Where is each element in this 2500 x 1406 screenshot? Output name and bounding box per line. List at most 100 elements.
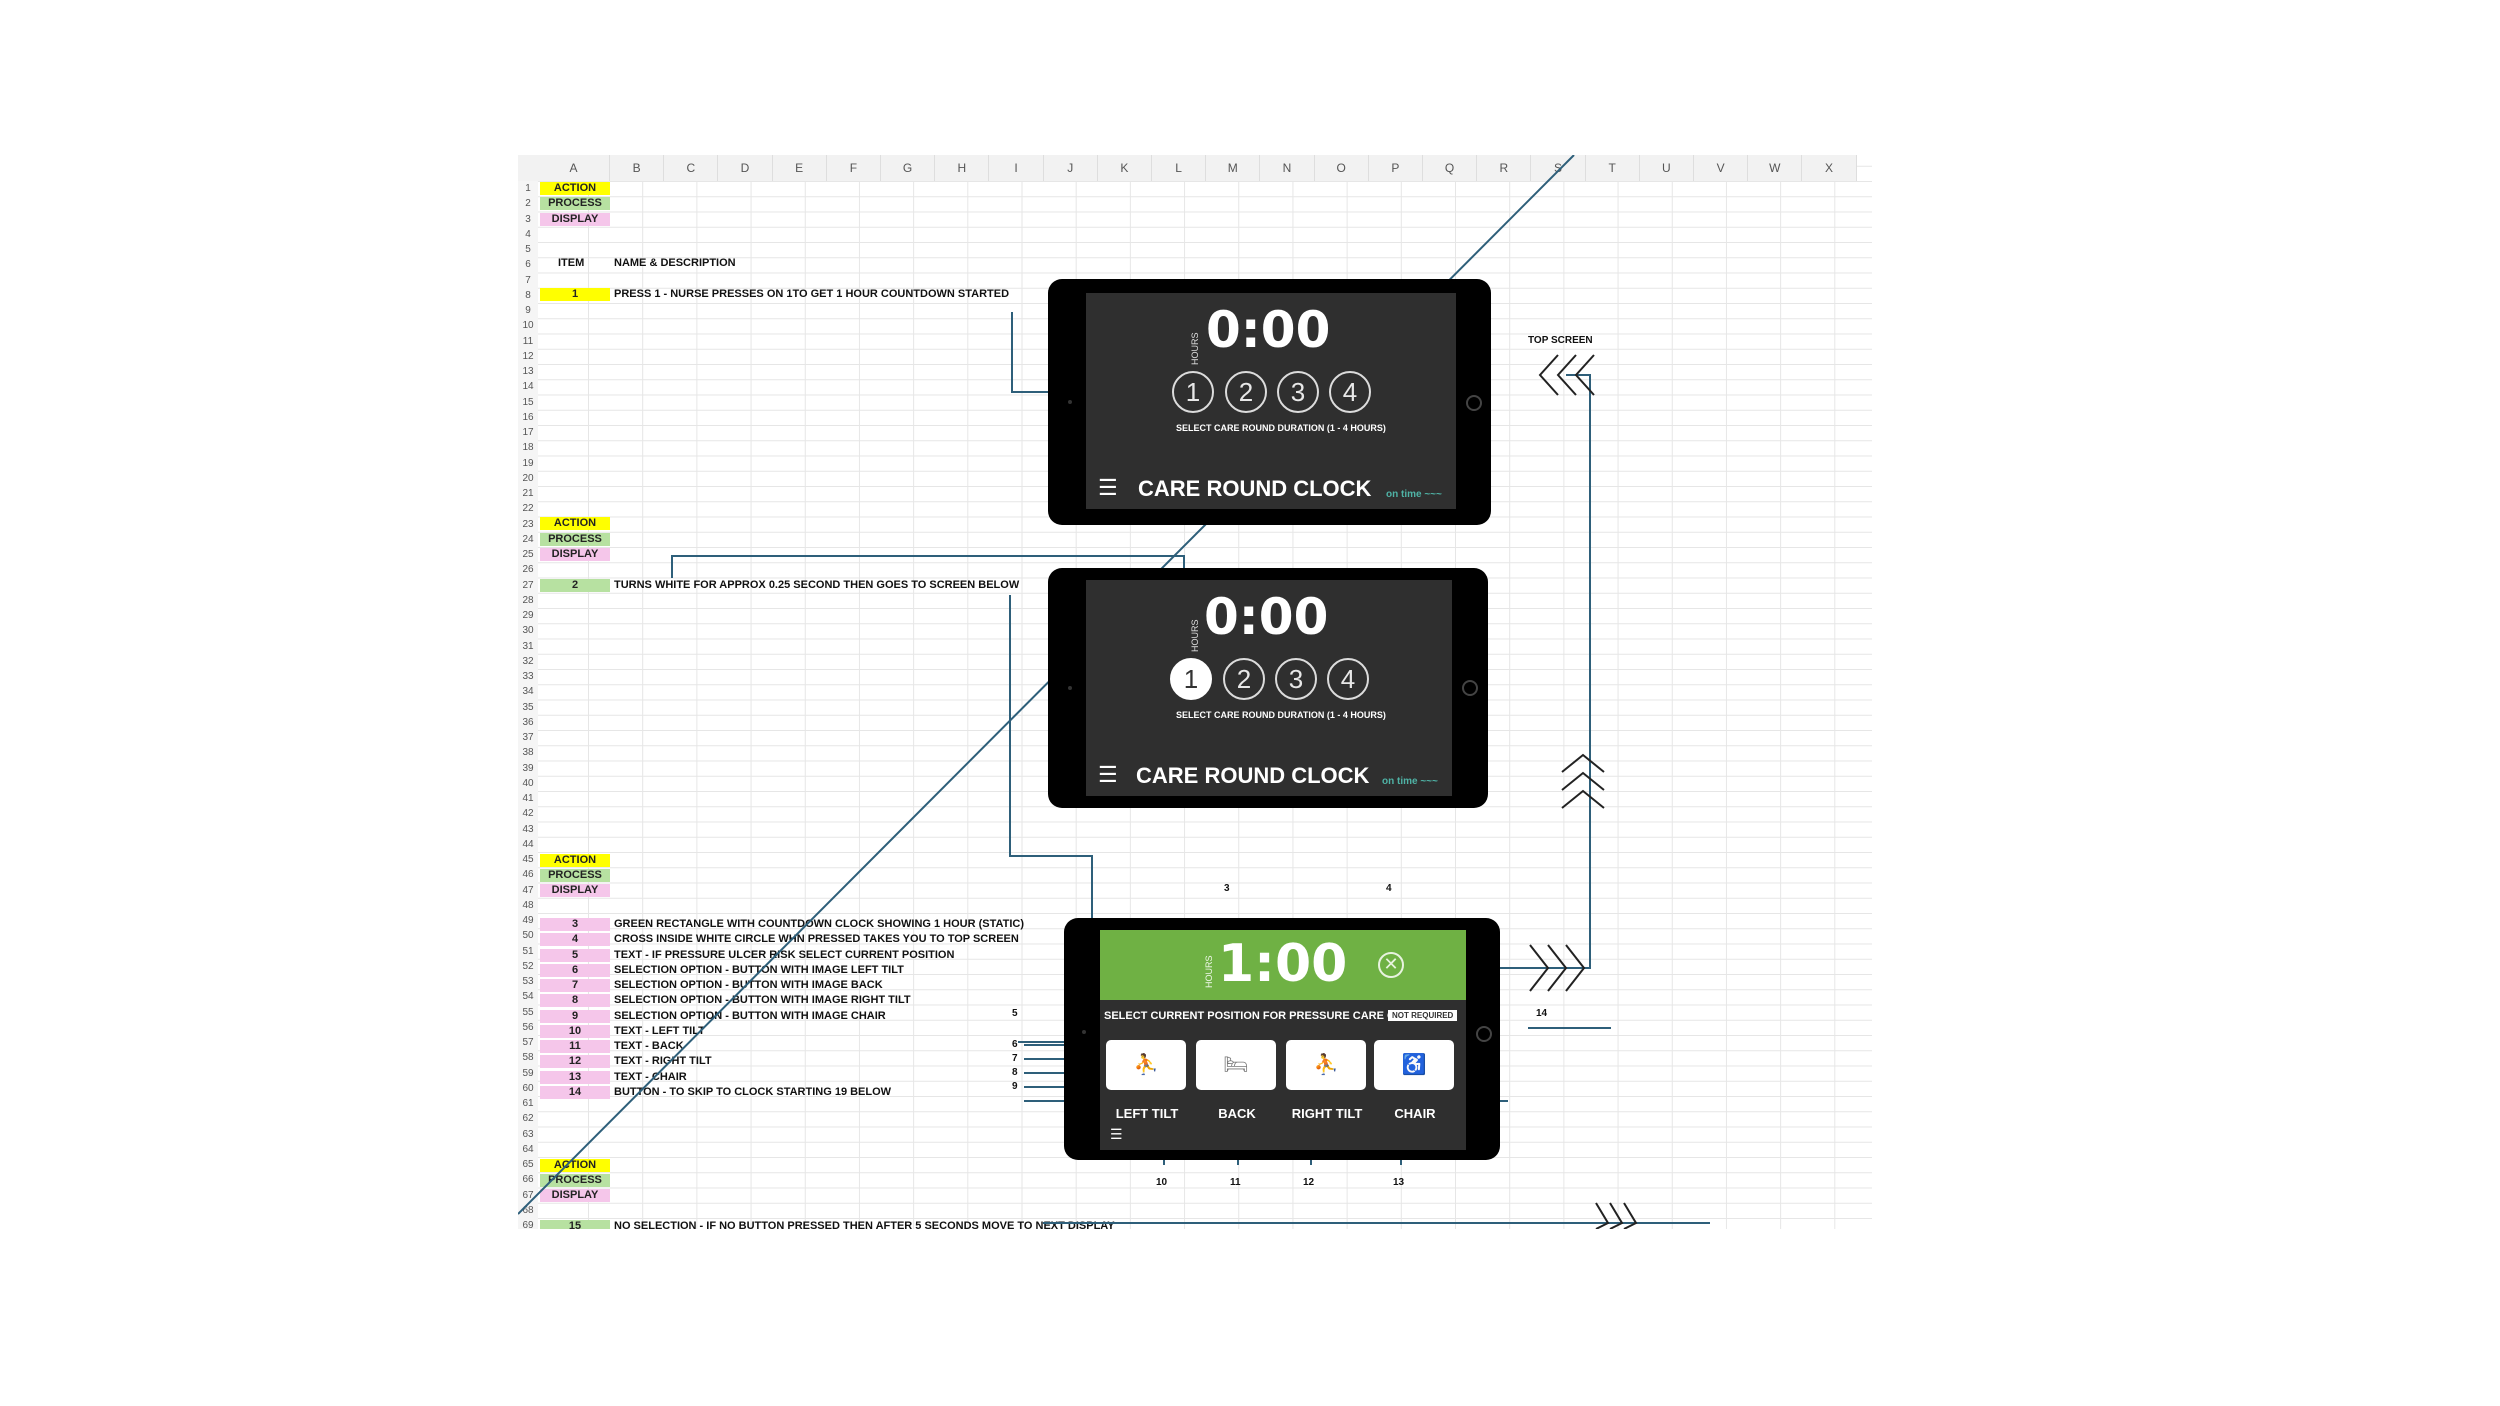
menu-icon[interactable]: ☰ — [1098, 762, 1118, 787]
column-header[interactable]: S — [1531, 155, 1586, 181]
row-header[interactable]: 5 — [518, 242, 538, 258]
column-header[interactable]: E — [772, 155, 827, 181]
column-header[interactable]: U — [1639, 155, 1694, 181]
column-header[interactable]: L — [1152, 155, 1207, 181]
row-header[interactable]: 64 — [518, 1141, 538, 1157]
row-header[interactable]: 17 — [518, 425, 538, 441]
column-header[interactable]: W — [1748, 155, 1803, 181]
duration-option-1[interactable]: 1 — [1172, 371, 1214, 413]
chair-icon[interactable]: ♿ — [1374, 1040, 1454, 1090]
row-header[interactable]: 3 — [518, 211, 538, 227]
column-header[interactable]: D — [718, 155, 773, 181]
row-header[interactable]: 55 — [518, 1004, 538, 1020]
row-header[interactable]: 47 — [518, 882, 538, 898]
not-required-button[interactable]: NOT REQUIRED — [1388, 1010, 1458, 1021]
row-header[interactable]: 34 — [518, 684, 538, 700]
row-header[interactable]: 19 — [518, 455, 538, 471]
row-header[interactable]: 27 — [518, 577, 538, 593]
row-header[interactable]: 9 — [518, 303, 538, 319]
row-header[interactable]: 37 — [518, 730, 538, 746]
column-header[interactable]: P — [1368, 155, 1423, 181]
row-header[interactable]: 50 — [518, 928, 538, 944]
column-header[interactable]: X — [1802, 155, 1857, 181]
duration-option-2[interactable]: 2 — [1225, 371, 1267, 413]
row-header[interactable]: 69 — [518, 1218, 538, 1229]
row-header[interactable]: 29 — [518, 608, 538, 624]
row-header[interactable]: 65 — [518, 1157, 538, 1173]
row-header[interactable]: 53 — [518, 974, 538, 990]
row-header[interactable]: 2 — [518, 196, 538, 212]
row-header[interactable]: 66 — [518, 1172, 538, 1188]
row-header[interactable]: 48 — [518, 897, 538, 913]
row-header[interactable]: 54 — [518, 989, 538, 1005]
row-header[interactable]: 20 — [518, 470, 538, 486]
row-header[interactable]: 62 — [518, 1111, 538, 1127]
row-header[interactable]: 22 — [518, 501, 538, 517]
column-header[interactable]: C — [664, 155, 719, 181]
row-header[interactable]: 15 — [518, 394, 538, 410]
column-header[interactable]: T — [1585, 155, 1640, 181]
duration-option-2[interactable]: 2 — [1223, 658, 1265, 700]
row-header[interactable]: 4 — [518, 226, 538, 242]
row-header[interactable]: 7 — [518, 272, 538, 288]
duration-option-4[interactable]: 4 — [1327, 658, 1369, 700]
row-header[interactable]: 49 — [518, 913, 538, 929]
row-header[interactable]: 24 — [518, 531, 538, 547]
row-header[interactable]: 31 — [518, 638, 538, 654]
row-header[interactable]: 14 — [518, 379, 538, 395]
row-header[interactable]: 57 — [518, 1035, 538, 1051]
row-header[interactable]: 16 — [518, 409, 538, 425]
row-header[interactable]: 33 — [518, 669, 538, 685]
column-header[interactable]: N — [1260, 155, 1315, 181]
duration-option-3[interactable]: 3 — [1275, 658, 1317, 700]
left-tilt-icon[interactable]: ⛹ — [1106, 1040, 1186, 1090]
row-header[interactable]: 68 — [518, 1202, 538, 1218]
menu-icon[interactable]: ☰ — [1110, 1126, 1123, 1142]
column-header[interactable]: R — [1477, 155, 1532, 181]
duration-option-1-selected[interactable]: 1 — [1170, 658, 1212, 700]
row-header[interactable]: 12 — [518, 348, 538, 364]
row-header[interactable]: 30 — [518, 623, 538, 639]
duration-option-3[interactable]: 3 — [1277, 371, 1319, 413]
row-header[interactable]: 21 — [518, 486, 538, 502]
close-icon[interactable]: ✕ — [1378, 952, 1404, 978]
column-header[interactable]: G — [881, 155, 936, 181]
row-header[interactable]: 26 — [518, 562, 538, 578]
row-header[interactable]: 13 — [518, 364, 538, 380]
row-header[interactable]: 28 — [518, 592, 538, 608]
row-header[interactable]: 60 — [518, 1080, 538, 1096]
row-header[interactable]: 46 — [518, 867, 538, 883]
row-header[interactable]: 10 — [518, 318, 538, 334]
row-header[interactable]: 59 — [518, 1065, 538, 1081]
row-header[interactable]: 43 — [518, 821, 538, 837]
row-header[interactable]: 45 — [518, 852, 538, 868]
row-header[interactable]: 35 — [518, 699, 538, 715]
right-tilt-icon[interactable]: ⛹ — [1286, 1040, 1366, 1090]
row-header[interactable]: 63 — [518, 1126, 538, 1142]
column-header[interactable]: M — [1206, 155, 1261, 181]
row-header[interactable]: 18 — [518, 440, 538, 456]
column-header[interactable]: F — [826, 155, 881, 181]
column-header[interactable]: A — [538, 155, 610, 181]
column-header[interactable]: J — [1043, 155, 1098, 181]
row-header[interactable]: 42 — [518, 806, 538, 822]
column-header[interactable]: O — [1314, 155, 1369, 181]
column-header[interactable]: K — [1097, 155, 1152, 181]
column-header[interactable]: Q — [1423, 155, 1478, 181]
row-header[interactable]: 52 — [518, 958, 538, 974]
row-header[interactable]: 36 — [518, 714, 538, 730]
row-header[interactable]: 56 — [518, 1019, 538, 1035]
row-header[interactable]: 58 — [518, 1050, 538, 1066]
row-header[interactable]: 1 — [518, 181, 538, 197]
column-header[interactable]: V — [1694, 155, 1749, 181]
row-header[interactable]: 41 — [518, 791, 538, 807]
column-header[interactable]: I — [989, 155, 1044, 181]
row-header[interactable]: 44 — [518, 836, 538, 852]
row-header[interactable]: 25 — [518, 547, 538, 563]
row-header[interactable]: 32 — [518, 653, 538, 669]
row-header[interactable]: 11 — [518, 333, 538, 349]
column-header[interactable]: H — [935, 155, 990, 181]
row-header[interactable]: 23 — [518, 516, 538, 532]
row-header[interactable]: 61 — [518, 1096, 538, 1112]
menu-icon[interactable]: ☰ — [1098, 475, 1118, 500]
